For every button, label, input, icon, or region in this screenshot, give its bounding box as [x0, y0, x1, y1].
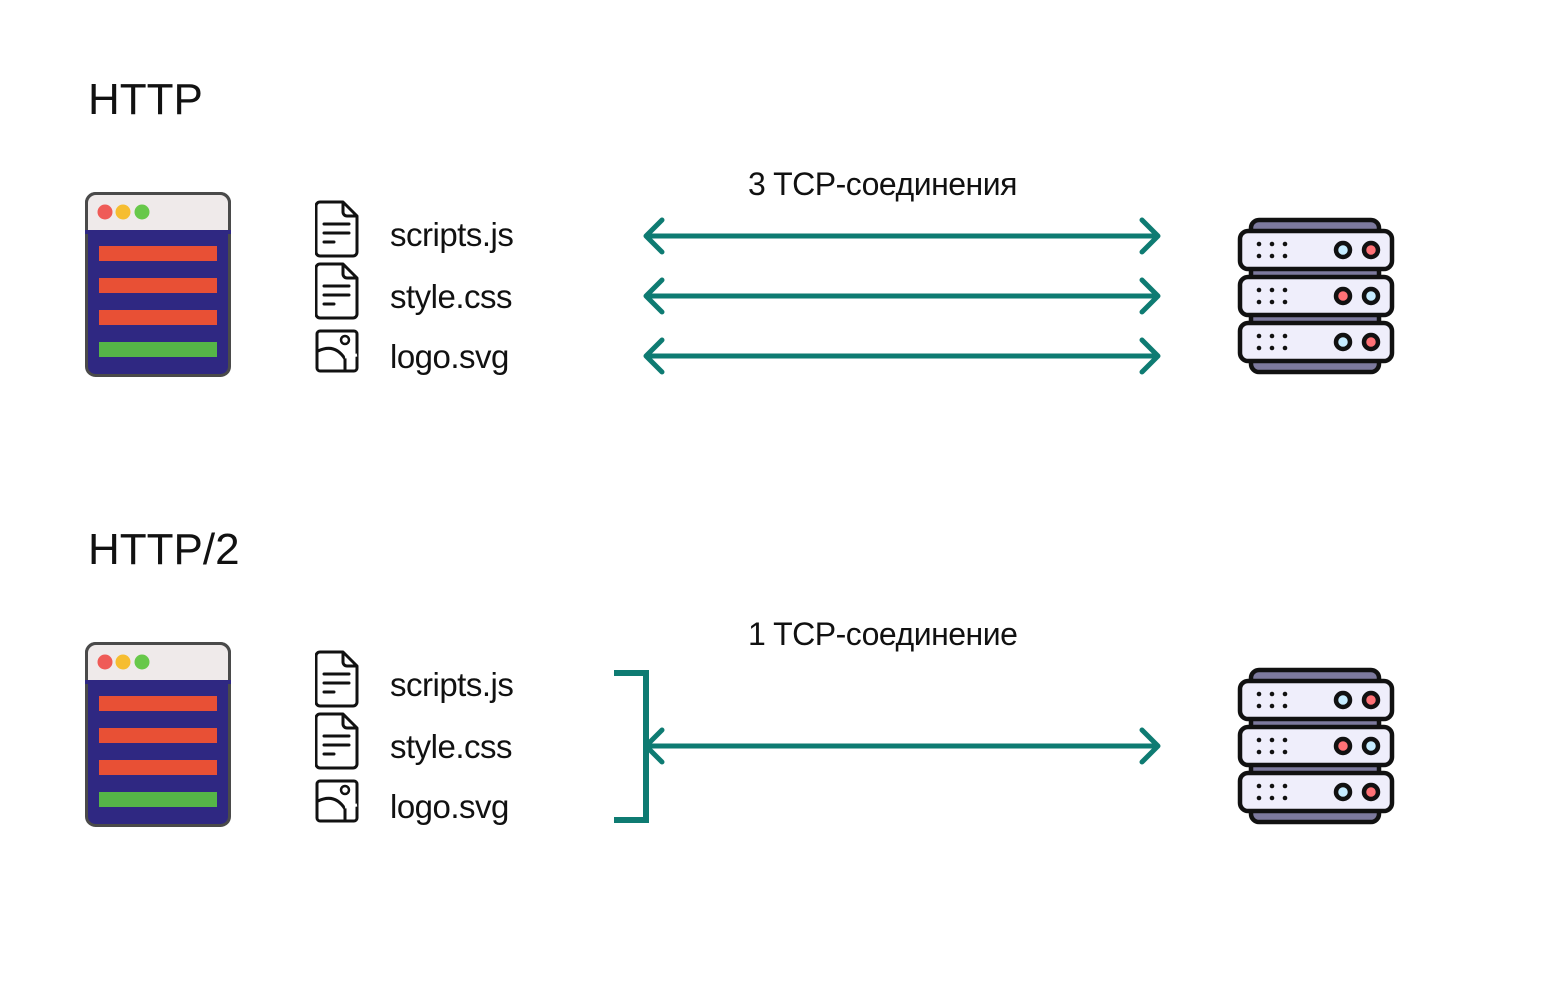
file-name: scripts.js — [390, 666, 514, 703]
double-arrow — [643, 217, 1161, 255]
document-icon — [315, 712, 359, 770]
image-icon — [315, 329, 359, 373]
document-icon — [315, 262, 359, 320]
double-arrow — [643, 277, 1161, 315]
file-name: scripts.js — [390, 216, 514, 253]
file-name: logo.svg — [390, 338, 509, 375]
connection-arrows — [640, 216, 1165, 376]
double-arrow — [643, 337, 1161, 375]
file-name: style.css — [390, 278, 513, 315]
connection-label: 3 TCP-соединения — [748, 166, 1017, 202]
browser-window-icon — [85, 192, 231, 377]
browser-window-icon — [85, 642, 231, 827]
document-icon — [315, 650, 359, 708]
document-icon — [315, 200, 359, 258]
single-arrow — [643, 727, 1161, 765]
file-name: style.css — [390, 728, 513, 765]
bracket — [614, 670, 649, 823]
connection-label: 1 TCP-соединение — [748, 616, 1018, 652]
section-title: HTTP/2 — [88, 525, 240, 574]
file-name: logo.svg — [390, 788, 509, 825]
image-icon — [315, 779, 359, 823]
multiplexed-connection — [610, 668, 1170, 828]
section-title: HTTP — [88, 75, 203, 124]
server-icon — [1237, 216, 1397, 376]
server-icon — [1237, 666, 1397, 826]
